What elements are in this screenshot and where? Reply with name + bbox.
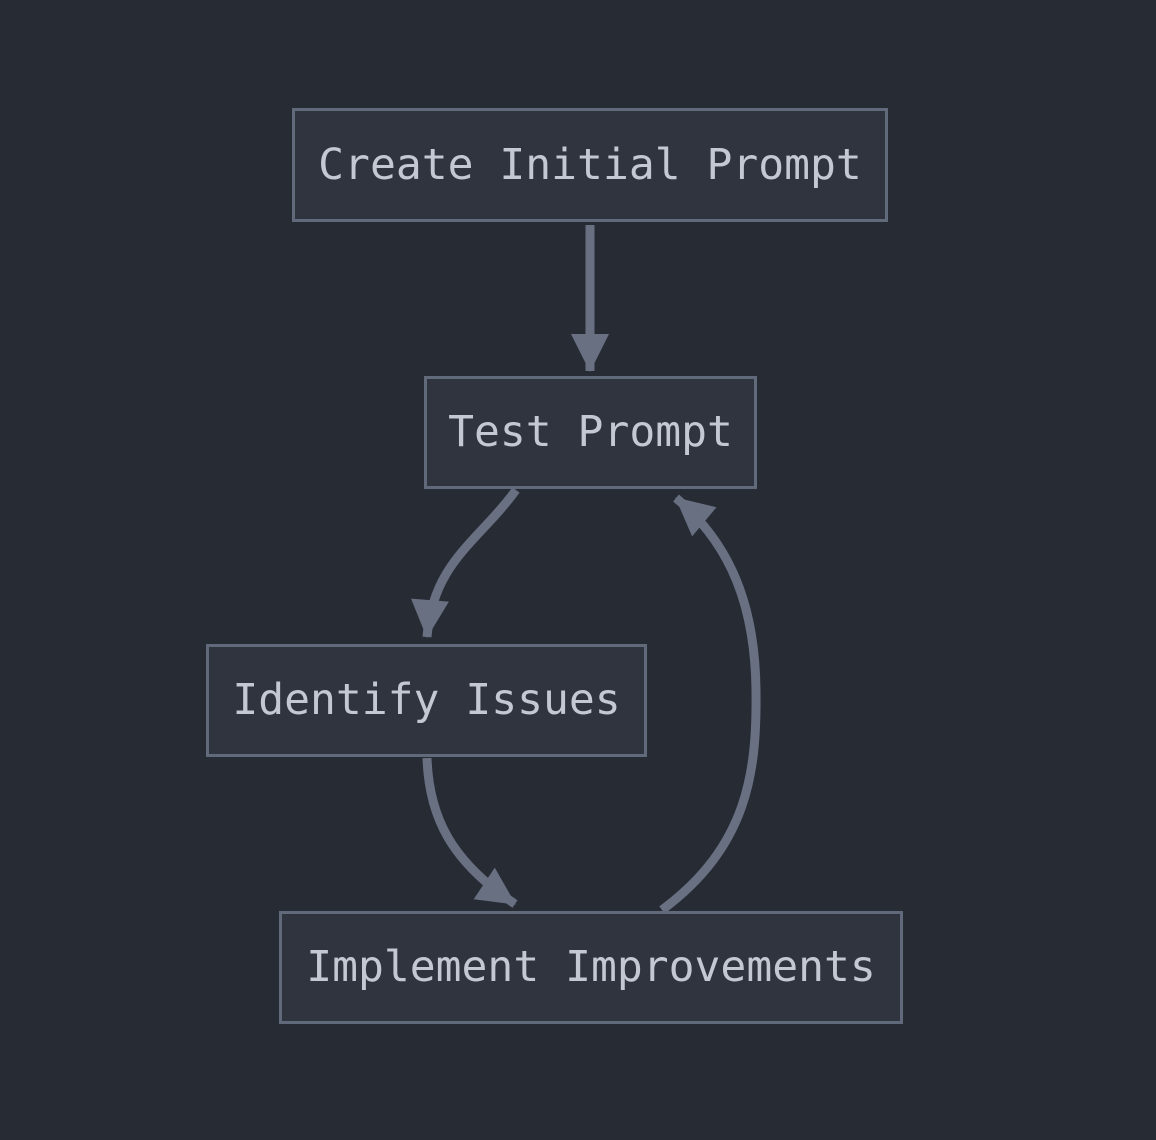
node-implement-improvements: Implement Improvements [279,911,903,1024]
node-test-prompt: Test Prompt [424,376,757,489]
node-create-initial-prompt: Create Initial Prompt [292,108,888,222]
node-implement-improvements-label: Implement Improvements [306,942,876,992]
edge-identify-to-implement-arrow [422,757,518,908]
node-identify-issues: Identify Issues [206,644,647,757]
node-test-prompt-label: Test Prompt [448,407,733,457]
node-create-initial-prompt-label: Create Initial Prompt [318,139,862,190]
edge-implement-to-test-arrow [659,494,761,914]
edge-test-to-identify-arrow [411,487,520,638]
node-identify-issues-label: Identify Issues [232,675,621,725]
